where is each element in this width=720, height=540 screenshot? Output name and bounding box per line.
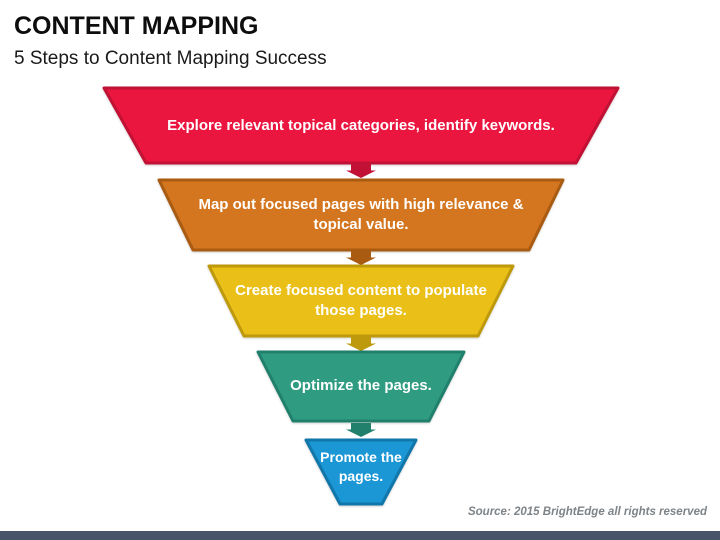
funnel-step-5-label: Promote the pages. [320,449,402,484]
funnel-arrow-2-icon [346,251,376,265]
funnel-step-4-shape [256,350,466,423]
funnel-step-1-label: Explore relevant topical categories, ide… [167,116,555,134]
funnel-step-5-shape [304,438,418,506]
funnel-step-2-label: Map out focused pages with high relevanc… [198,196,524,233]
funnel-step-1-shape [102,86,620,165]
funnel-arrow-1-icon [346,164,376,178]
funnel-step-3-shape [207,264,515,338]
slide-subtitle: 5 Steps to Content Mapping Success [14,47,327,69]
slide-title: CONTENT MAPPING [14,12,259,40]
source-attribution: Source: 2015 BrightEdge all rights reser… [467,506,707,518]
bottom-accent-bar [0,531,720,540]
funnel-step-2-shape [157,178,565,252]
funnel-step-4-label: Optimize the pages. [290,377,432,395]
funnel-arrow-4-icon [346,423,376,437]
funnel-step-3-label: Create focused content to populate those… [235,282,487,319]
slide-header: CONTENT MAPPING 5 Steps to Content Mappi… [14,12,327,70]
funnel-arrow-3-icon [346,337,376,351]
